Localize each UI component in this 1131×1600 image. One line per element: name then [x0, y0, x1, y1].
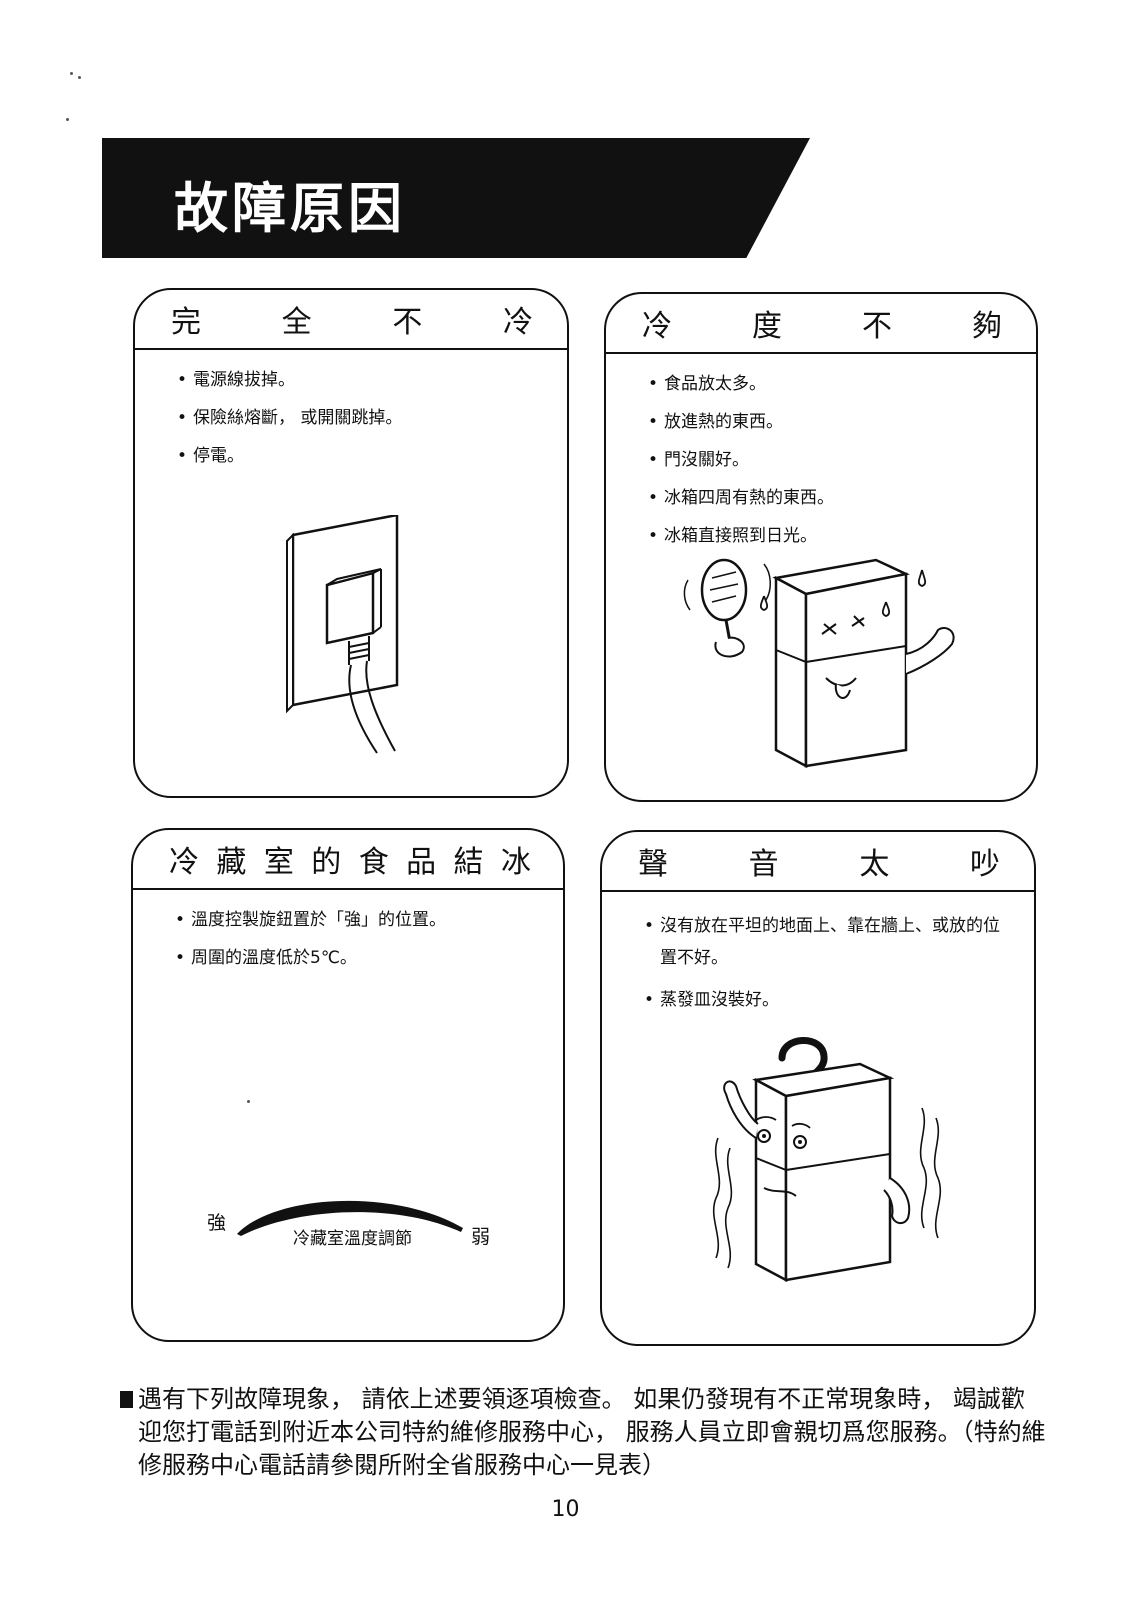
cause-list: 食品放太多。 放進熱的東西。 門沒關好。 冰箱四周有熱的東西。 冰箱直接照到日光…: [606, 372, 1036, 548]
panel-heading: 冷 藏 室 的 食 品 結 冰: [133, 830, 563, 890]
scan-speck: [66, 118, 69, 121]
troubleshooting-note: 遇有下列故障現象， 請依上述要領逐項檢查。 如果仍發現有不正常現象時， 竭誠歡迎…: [120, 1383, 1048, 1482]
heading-char: 不: [862, 309, 892, 344]
heading-char: 度: [752, 309, 782, 344]
cause-item: 冰箱直接照到日光。: [648, 524, 1036, 548]
page-title: 故障原因: [174, 177, 406, 240]
heading-char: 的: [311, 845, 342, 880]
dial-strong-label: 強: [207, 1212, 227, 1234]
cause-item: 冰箱四周有熱的東西。: [648, 486, 1036, 510]
hot-fridge-with-fan-illustration: [683, 558, 955, 769]
heading-char: 冷: [502, 305, 533, 340]
heading-char: 不: [392, 305, 423, 340]
heading-char: 聲: [638, 847, 668, 882]
panel-noise: 聲 音 太 吵 沒有放在平坦的地面上、靠在牆上、或放的位置不好。 蒸發皿沒裝好。: [600, 830, 1036, 1346]
heading-char: 品: [406, 845, 437, 880]
cause-item: 沒有放在平坦的地面上、靠在牆上、或放的位置不好。: [644, 910, 1004, 974]
heading-char: 食: [358, 845, 389, 880]
heading-char: 冰: [500, 845, 531, 880]
dial-weak-label: 弱: [471, 1226, 491, 1248]
page-number: 10: [551, 1497, 580, 1522]
cause-item: 門沒關好。: [648, 448, 1036, 472]
heading-char: 冷: [642, 309, 672, 344]
heading-char: 結: [453, 845, 484, 880]
cause-list: 電源線拔掉。 保險絲熔斷， 或開關跳掉。 停電。: [135, 368, 567, 468]
heading-char: 全: [281, 305, 312, 340]
wall-socket-plug-illustration: [286, 515, 399, 754]
note-text: 遇有下列故障現象， 請依上述要領逐項檢查。 如果仍發現有不正常現象時， 竭誠歡迎…: [138, 1385, 1046, 1479]
bullet-square-icon: [120, 1391, 133, 1408]
scan-speck: [70, 72, 73, 75]
cause-item: 蒸發皿沒裝好。: [644, 988, 1004, 1012]
dial-caption: 冷藏室溫度調節: [293, 1229, 412, 1249]
cause-item: 溫度控製旋鈕置於「強」的位置。: [175, 908, 563, 932]
shaking-fridge-question-illustration: [712, 1037, 942, 1283]
heading-char: 夠: [972, 309, 1002, 344]
heading-char: 音: [748, 847, 779, 882]
cause-item: 停電。: [177, 444, 567, 468]
heading-char: 吵: [969, 847, 1000, 882]
panel-no-cooling: 完 全 不 冷 電源線拔掉。 保險絲熔斷， 或開關跳掉。 停電。: [133, 288, 569, 798]
heading-char: 藏: [216, 845, 247, 880]
panel-heading: 完 全 不 冷: [135, 290, 567, 350]
cause-item: 食品放太多。: [648, 372, 1036, 396]
heading-char: 太: [859, 847, 890, 882]
temperature-dial-wedge: [237, 1200, 463, 1236]
cause-item: 保險絲熔斷， 或開關跳掉。: [177, 406, 567, 430]
panel-heading: 冷 度 不 夠: [606, 294, 1036, 354]
panel-weak-cooling: 冷 度 不 夠 食品放太多。 放進熱的東西。 門沒關好。 冰箱四周有熱的東西。 …: [604, 292, 1038, 802]
panel-food-freezing: 冷 藏 室 的 食 品 結 冰 溫度控製旋鈕置於「強」的位置。 周圍的溫度低於5…: [131, 828, 565, 1342]
cause-item: 周圍的溫度低於5℃。: [175, 946, 563, 970]
scan-speck: [78, 76, 81, 79]
panel-heading: 聲 音 太 吵: [602, 832, 1034, 892]
cause-item: 電源線拔掉。: [177, 368, 567, 392]
heading-char: 冷: [169, 845, 199, 880]
cause-list: 溫度控製旋鈕置於「強」的位置。 周圍的溫度低於5℃。: [133, 908, 563, 970]
heading-char: 完: [171, 305, 201, 340]
scan-speck: [247, 1100, 250, 1103]
cause-list: 沒有放在平坦的地面上、靠在牆上、或放的位置不好。 蒸發皿沒裝好。: [602, 910, 1034, 1012]
heading-char: 室: [263, 845, 294, 880]
title-banner: 故障原因: [102, 138, 810, 258]
cause-item: 放進熱的東西。: [648, 410, 1036, 434]
